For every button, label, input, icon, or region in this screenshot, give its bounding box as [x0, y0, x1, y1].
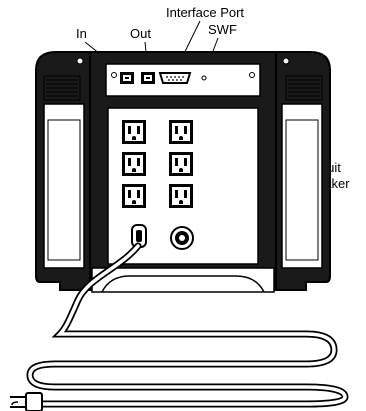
power-cord	[26, 242, 349, 408]
swf-indicator-icon	[201, 75, 207, 81]
ports	[111, 72, 255, 84]
outlet-icon	[122, 120, 146, 144]
left-vent-icon	[46, 79, 78, 97]
interface-port-icon	[158, 72, 192, 84]
outlet-icon	[169, 184, 193, 208]
outlet-icon	[122, 152, 146, 176]
circuit-breaker-icon	[170, 226, 194, 250]
label-out: Out	[130, 26, 151, 41]
outlet-icon	[169, 152, 193, 176]
label-interface-port: Interface Port	[166, 5, 244, 20]
left-side-wing	[35, 51, 91, 291]
right-screw-icon	[282, 57, 290, 65]
outlet-icon	[169, 120, 193, 144]
label-swf: SWF	[208, 22, 237, 37]
panel-screw-left-icon	[111, 72, 117, 78]
right-vent-icon	[288, 79, 320, 97]
right-side-wing	[275, 51, 331, 291]
out-jack-icon	[141, 72, 155, 84]
panel-screw-right-icon	[249, 72, 255, 78]
outlet-icon	[122, 184, 146, 208]
power-plug-icon	[10, 392, 43, 411]
outlet-grid	[122, 120, 193, 208]
in-jack-icon	[120, 72, 134, 84]
label-in: In	[76, 26, 87, 41]
left-screw-icon	[76, 57, 84, 65]
